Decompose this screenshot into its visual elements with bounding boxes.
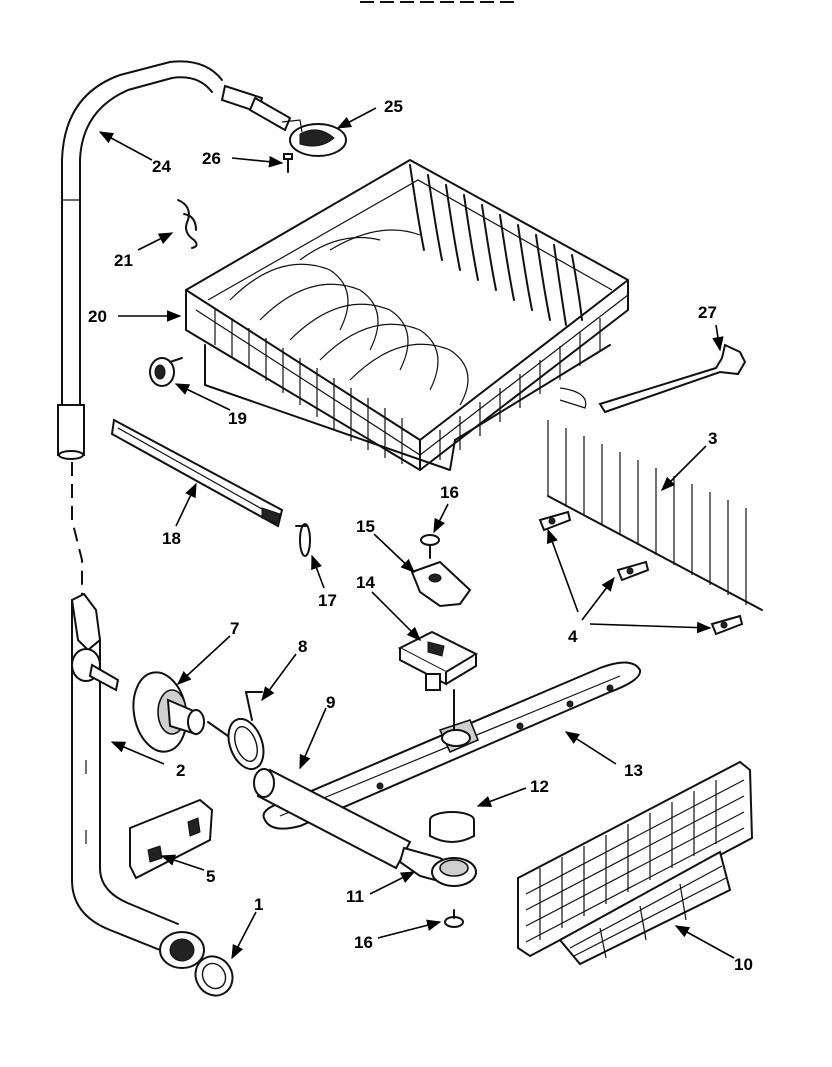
- callout-7: 7: [230, 619, 239, 638]
- callout-16-upper: 16: [440, 483, 459, 502]
- clamp-8-part: [207, 691, 265, 771]
- o-ring-1-part: [194, 955, 234, 997]
- bearing-15-part: [410, 560, 472, 608]
- callout-14: 14: [356, 573, 375, 592]
- connection-dashed-line: [71, 462, 83, 600]
- callout-15: 15: [356, 517, 375, 536]
- callout-4: 4: [568, 627, 578, 646]
- callout-25: 25: [384, 97, 403, 116]
- callout-26: 26: [202, 149, 221, 168]
- callout-17: 17: [318, 591, 337, 610]
- seal-12-part: [429, 811, 475, 843]
- screw-26-part: [283, 153, 293, 173]
- conduit-9-part: [253, 768, 412, 870]
- leader-lines: [98, 107, 735, 960]
- callout-8: 8: [298, 637, 307, 656]
- washer-16-upper-part: [420, 534, 440, 559]
- callout-5: 5: [206, 867, 215, 886]
- callout-18: 18: [162, 529, 181, 548]
- callout-27: 27: [698, 303, 717, 322]
- callout-12: 12: [530, 777, 549, 796]
- callout-13: 13: [624, 761, 643, 780]
- callout-20: 20: [88, 307, 107, 326]
- callout-1: 1: [254, 895, 263, 914]
- upper-supply-tube: [57, 60, 264, 460]
- lower-spray-arm-13-part: [262, 661, 642, 830]
- bracket-14-part: [397, 630, 479, 691]
- filter-screen-10-part: [517, 760, 754, 966]
- callout-10: 10: [734, 955, 753, 974]
- bracket-5-part: [129, 798, 214, 880]
- pin-17-part: [295, 523, 311, 557]
- callout-labels: 25 26 24 21 20 19 27 3 18 17 16 15 14 4 …: [88, 97, 753, 974]
- fitting-7-part: [132, 671, 205, 753]
- callout-11: 11: [346, 887, 364, 906]
- hub-11-part: [398, 846, 477, 887]
- clip-21-part: [177, 199, 198, 249]
- rack-clips-4-part: [538, 510, 744, 636]
- upper-spray-connector-part: [248, 96, 347, 157]
- callout-24: 24: [152, 157, 171, 176]
- track-18-part: [110, 418, 284, 528]
- washer-16-lower-part: [444, 909, 464, 928]
- callout-19: 19: [228, 409, 247, 428]
- tub-wall-3-part: [547, 420, 763, 611]
- callout-9: 9: [326, 693, 335, 712]
- callout-21: 21: [114, 251, 133, 270]
- callout-16-lower: 16: [354, 933, 373, 952]
- lower-dishrack-part: [185, 159, 629, 471]
- rail-stop-27-part: [598, 343, 747, 414]
- rack-wheel-19-part: [149, 357, 183, 387]
- callout-2: 2: [176, 761, 185, 780]
- callout-3: 3: [708, 429, 717, 448]
- manifold-tube-2-part: [70, 592, 205, 969]
